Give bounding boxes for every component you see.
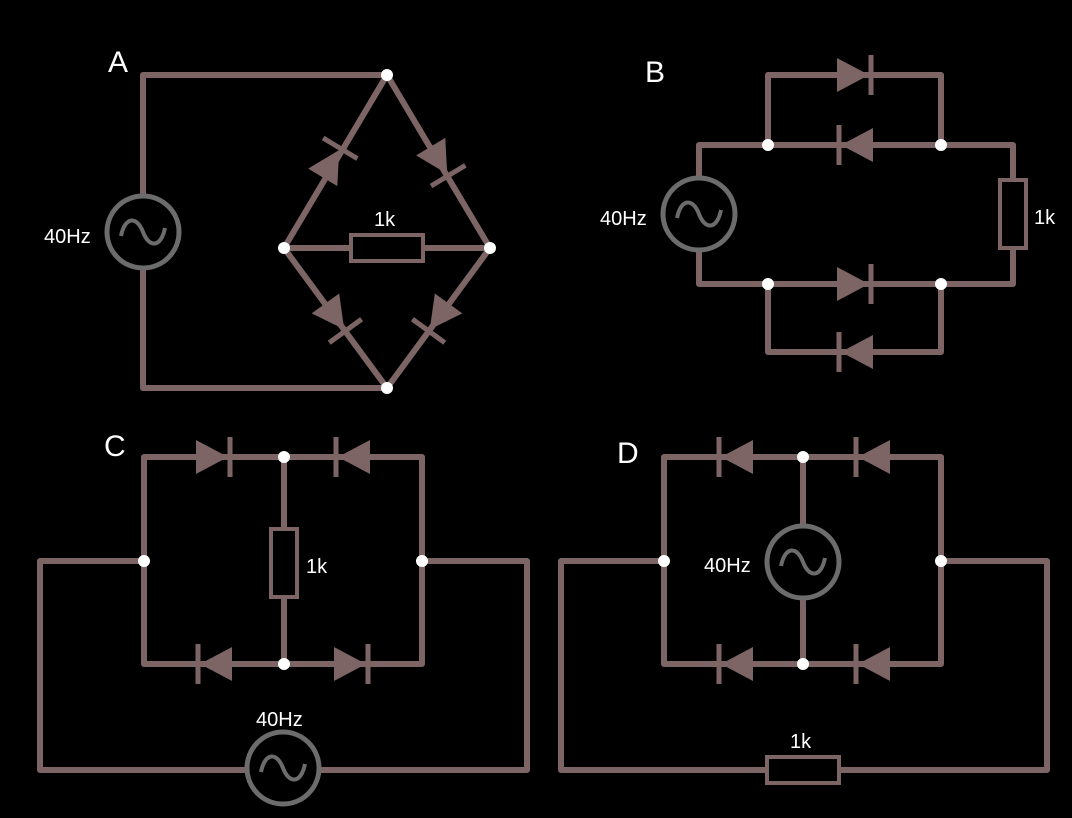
panel-d-source-label: 40Hz [704, 555, 751, 577]
panel-a-diode-4 [412, 292, 464, 343]
panel-a-diode-1 [306, 138, 358, 188]
panel-b-resistor-label: 1k [1034, 207, 1056, 229]
panel-d-nodes [658, 451, 947, 670]
panel-a-source-label: 40Hz [44, 226, 91, 248]
panel-b-nodes [762, 139, 947, 290]
panel-a: A 1k 40Hz [44, 46, 496, 394]
panel-a-resistor-label: 1k [374, 209, 396, 231]
panel-b-diode-2 [839, 125, 873, 165]
panel-b-source-label: 40Hz [600, 208, 647, 230]
panel-a-diode-2 [414, 136, 466, 186]
panel-a-ac-source-icon [107, 196, 179, 268]
panel-b-ac-source-icon [663, 178, 735, 250]
panel-d-wires [558, 454, 1050, 773]
panel-b: B 1k 40Hz [600, 55, 1056, 372]
panel-c-label: C [104, 430, 126, 463]
panel-b-diode-1 [837, 55, 871, 95]
panel-d-ac-source-icon [767, 526, 839, 598]
panel-b-diode-4 [839, 332, 873, 372]
panel-d-diode-4 [856, 644, 890, 684]
panel-b-wires [696, 72, 1016, 355]
panel-d-diode-1 [719, 437, 753, 477]
panel-c-resistor-icon [269, 527, 299, 599]
panel-d-resistor-label: 1k [790, 731, 812, 753]
panel-a-wires [140, 72, 493, 391]
panel-c-diode-4 [334, 644, 368, 684]
panel-c-ac-source-icon [247, 732, 319, 804]
panel-b-label: B [645, 56, 665, 89]
panel-d: D 1k 40Hz [558, 437, 1050, 785]
panel-d-resistor-icon [765, 755, 841, 785]
panel-b-diode-3 [837, 264, 871, 304]
panel-a-diode-3 [309, 292, 361, 343]
panel-c: C 1k 40Hz [37, 430, 530, 804]
panel-c-source-label: 40Hz [256, 709, 303, 731]
panel-a-resistor-icon [349, 233, 425, 263]
panel-c-diode-2 [336, 437, 370, 477]
panel-c-diode-3 [198, 644, 232, 684]
panel-a-label: A [108, 46, 128, 79]
panel-d-label: D [617, 437, 639, 470]
panel-c-resistor-label: 1k [306, 556, 328, 578]
panel-c-nodes [138, 451, 428, 670]
panel-a-nodes [278, 69, 496, 394]
panel-b-resistor-icon [998, 178, 1028, 250]
panel-c-diode-1 [196, 437, 230, 477]
panel-d-diode-2 [856, 437, 890, 477]
panel-d-diode-3 [719, 644, 753, 684]
